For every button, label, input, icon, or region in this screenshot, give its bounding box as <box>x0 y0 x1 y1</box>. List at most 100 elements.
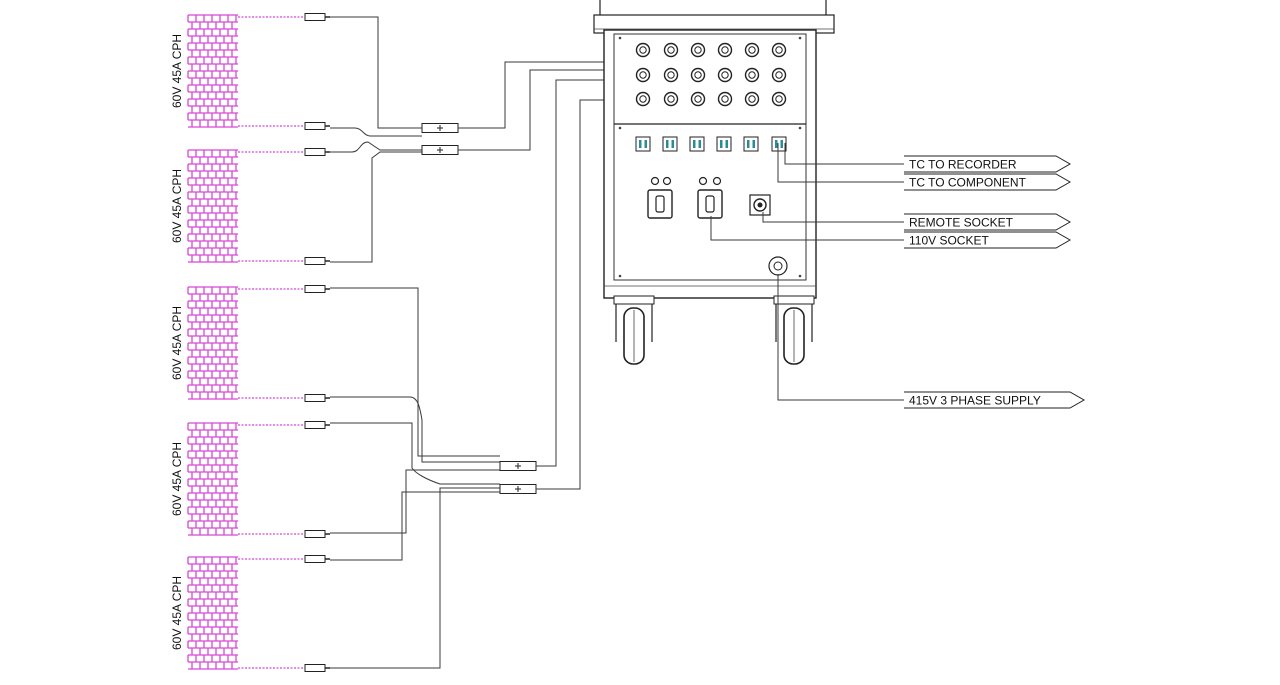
socket-ring <box>771 67 787 83</box>
tc-pin <box>698 140 701 148</box>
connection-wire <box>777 274 904 401</box>
screw <box>618 126 622 130</box>
tc-pin <box>747 140 750 148</box>
output-socket-icon <box>635 67 651 83</box>
socket-core <box>694 46 702 54</box>
output-socket-icon <box>663 67 679 83</box>
socket-core <box>775 46 783 54</box>
socket-core <box>721 46 729 54</box>
output-socket-icon <box>744 67 760 83</box>
tc-pin <box>644 140 647 148</box>
cable-gland-core <box>773 261 783 271</box>
cable <box>330 127 422 137</box>
socket-core <box>639 95 647 103</box>
thermocouple-socket-icon <box>771 136 787 152</box>
thermocouple-socket-icon <box>743 136 759 152</box>
connection-wire <box>777 143 904 183</box>
isolator-switch-icon <box>697 189 723 219</box>
screw <box>798 126 802 130</box>
pad-connector <box>304 664 326 672</box>
castor-wheel-icon <box>613 295 655 365</box>
output-socket-icon <box>717 42 733 58</box>
tc-pin <box>775 140 778 148</box>
indicator-lamp-icon <box>712 176 722 186</box>
castor-plate <box>773 295 815 305</box>
connection-tag: REMOTE SOCKET <box>904 213 1072 231</box>
connection-label: 415V 3 PHASE SUPPLY <box>909 394 1041 408</box>
heater-pad-label: 60V 45A CPH <box>170 34 184 108</box>
tc-body <box>743 136 759 152</box>
socket-ring <box>744 42 760 58</box>
socket-core <box>721 95 729 103</box>
power-console-unit <box>593 0 835 365</box>
front-panel <box>613 33 807 281</box>
tc-pin <box>671 140 674 148</box>
cable <box>330 287 500 457</box>
socket-ring <box>744 67 760 83</box>
socket-ring <box>744 91 760 107</box>
pad-connector <box>304 530 326 538</box>
pad-connector <box>304 421 326 429</box>
cable <box>536 79 640 467</box>
screw <box>618 36 622 40</box>
socket-ring <box>717 67 733 83</box>
connection-arrow <box>904 155 1072 173</box>
heater-pad-label: 60V 45A CPH <box>170 169 184 243</box>
cable <box>330 151 422 263</box>
cable <box>330 469 500 534</box>
connection-tag: 110V SOCKET <box>904 231 1072 249</box>
cable <box>330 487 500 669</box>
indicator-lamp-icon <box>662 176 672 186</box>
cable <box>330 396 500 463</box>
tc-body <box>716 136 732 152</box>
pad-connector <box>304 257 326 265</box>
socket-core <box>775 71 783 79</box>
socket-core <box>748 71 756 79</box>
connection-label: REMOTE SOCKET <box>909 216 1014 230</box>
heater-pad: 60V 45A CPH <box>170 555 330 672</box>
socket-ring <box>635 91 651 107</box>
connection-wire <box>762 212 904 223</box>
connection-arrow <box>904 213 1072 231</box>
socket-core <box>639 71 647 79</box>
cable-gland-icon <box>768 256 788 276</box>
socket-ring <box>663 67 679 83</box>
screw <box>798 36 802 40</box>
remote-socket-core <box>757 202 763 208</box>
socket-ring <box>771 42 787 58</box>
pad-connector <box>304 13 326 21</box>
socket-core <box>748 95 756 103</box>
output-socket-icon <box>663 91 679 107</box>
output-socket-icon <box>771 42 787 58</box>
thermocouple-socket-icon <box>635 136 651 152</box>
output-socket-icon <box>690 91 706 107</box>
connection-tag: 415V 3 PHASE SUPPLY <box>904 391 1086 409</box>
tc-pin <box>666 140 669 148</box>
output-socket-icon <box>690 42 706 58</box>
heater-pad: 60V 45A CPH <box>170 148 330 265</box>
indicator-lamp-icon <box>698 176 708 186</box>
connection-label: TC TO RECORDER <box>909 158 1017 172</box>
pad-connector <box>304 122 326 130</box>
output-socket-icon <box>635 91 651 107</box>
output-socket-icon <box>635 42 651 58</box>
socket-ring <box>717 91 733 107</box>
heater-pad: 60V 45A CPH <box>170 13 330 130</box>
thermocouple-socket-icon <box>689 136 705 152</box>
isolator-switch-icon <box>647 189 673 219</box>
connection-arrow <box>904 173 1072 191</box>
castor-fork <box>615 304 653 342</box>
cable <box>330 141 422 153</box>
indicator-lamp-icon <box>650 176 660 186</box>
output-socket-icon <box>744 42 760 58</box>
socket-core <box>667 71 675 79</box>
thermocouple-socket-icon <box>662 136 678 152</box>
castor-fork <box>775 304 813 342</box>
socket-ring <box>635 42 651 58</box>
cable <box>330 491 500 561</box>
output-socket-icon <box>717 91 733 107</box>
cable <box>330 422 500 485</box>
connection-tag: TC TO COMPONENT <box>904 173 1072 191</box>
